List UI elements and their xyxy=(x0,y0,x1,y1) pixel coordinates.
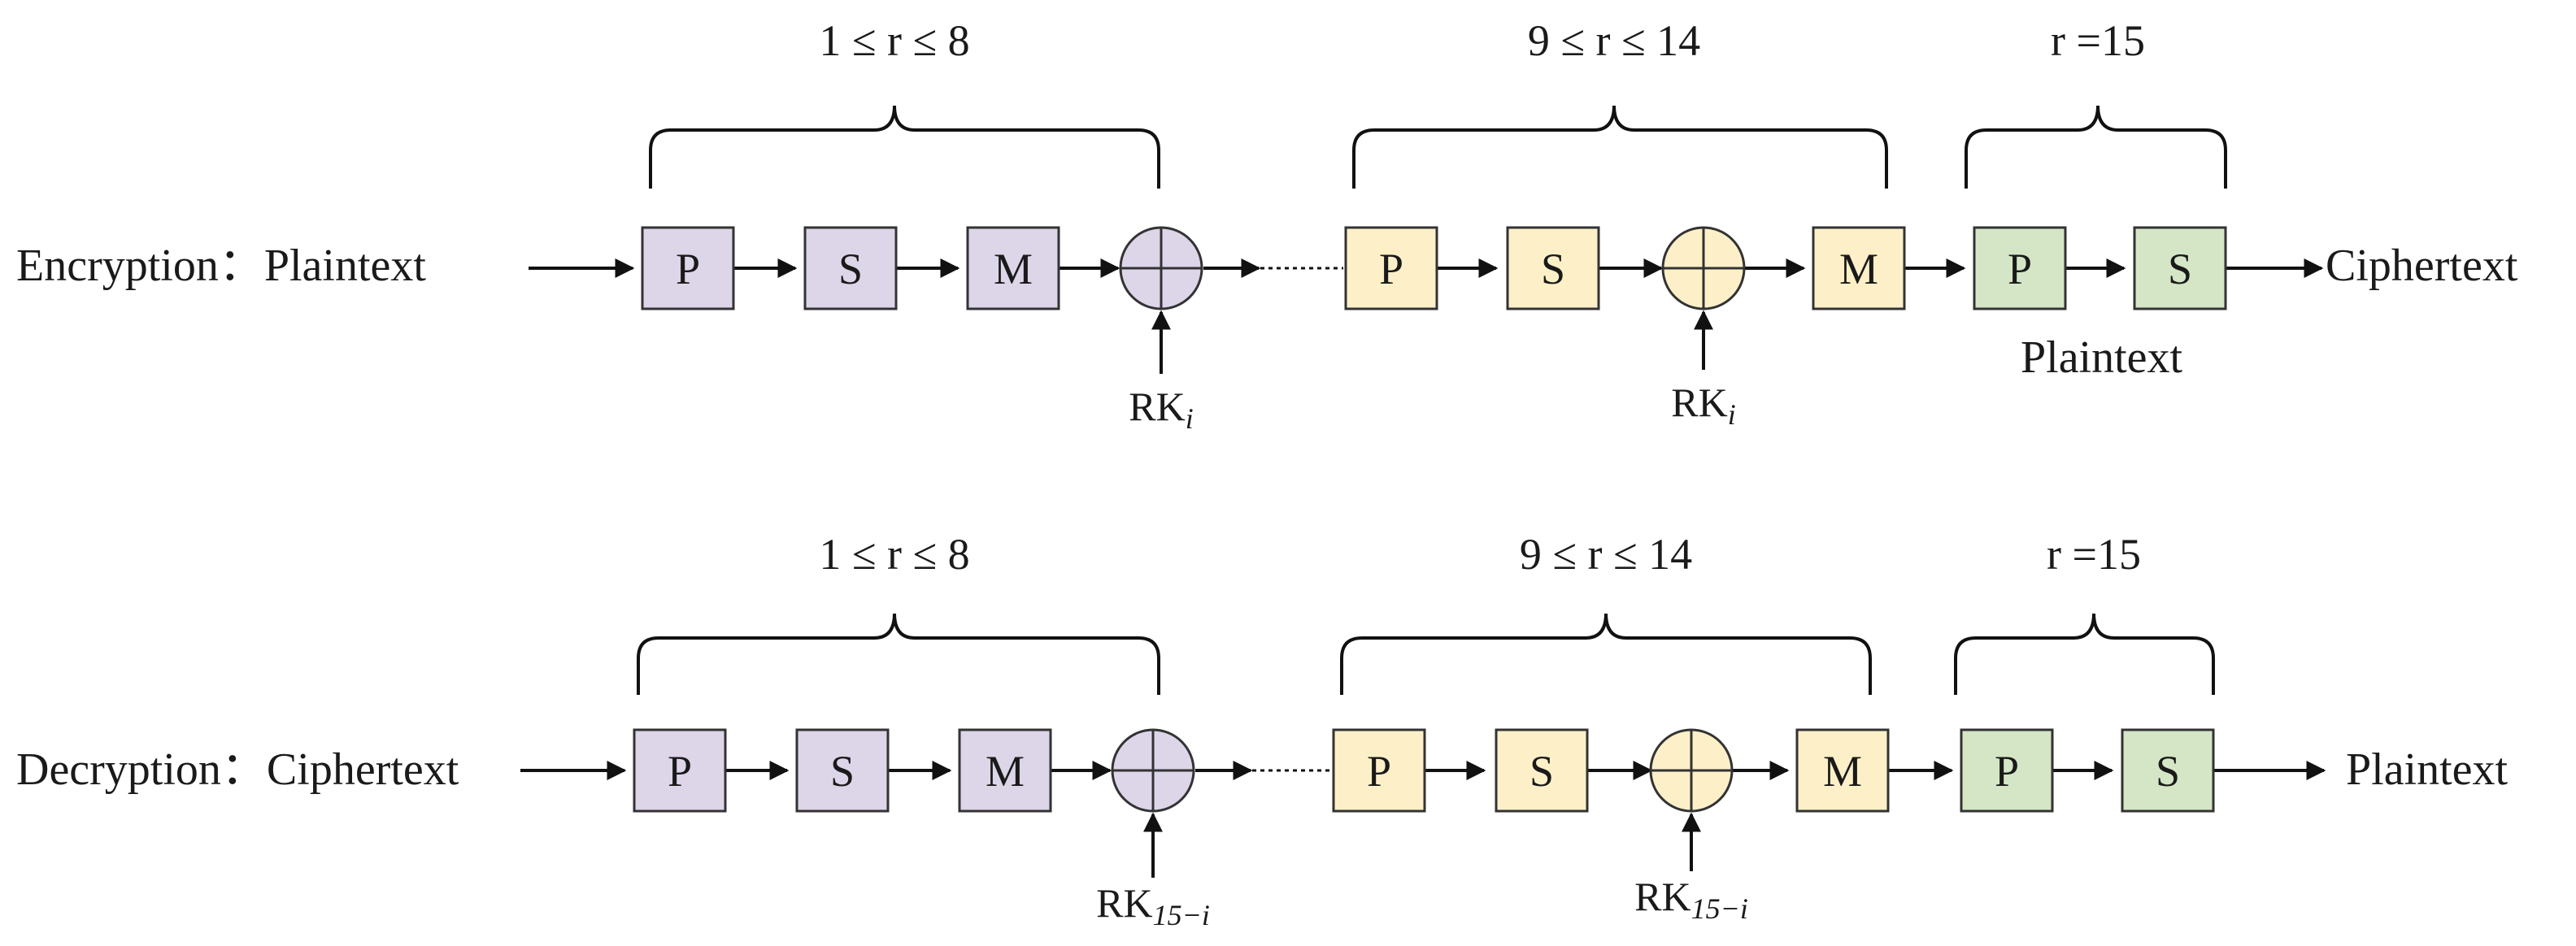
decryption-input-label: Decryption：Ciphertext xyxy=(16,744,459,795)
svg-text:S: S xyxy=(1530,747,1554,796)
decryption-block-p: P xyxy=(1960,728,2054,813)
svg-text:P: P xyxy=(1995,747,2019,796)
decryption-brace-2 xyxy=(1340,613,1872,695)
decryption-block-m: M xyxy=(958,728,1052,813)
encryption-block-p: P xyxy=(1344,226,1438,310)
encryption-xor-icon xyxy=(1119,226,1203,310)
decryption-block-s: S xyxy=(2121,728,2215,813)
decryption-range-3: r =15 xyxy=(2047,530,2141,579)
decryption-row: Decryption：Ciphertext Plaintext 1 ≤ r ≤ … xyxy=(16,530,2509,931)
svg-text:S: S xyxy=(1541,245,1565,293)
svg-text:M: M xyxy=(986,747,1025,796)
svg-text:P: P xyxy=(1367,747,1391,796)
decryption-block-p: P xyxy=(1332,728,1426,813)
svg-text:S: S xyxy=(830,747,855,796)
encryption-output-label: Ciphertext xyxy=(2326,241,2518,291)
decryption-range-2: 9 ≤ r ≤ 14 xyxy=(1520,530,1692,579)
svg-text:P: P xyxy=(676,245,700,293)
encryption-brace-1 xyxy=(649,105,1160,189)
encryption-row: Encryption：Plaintext Ciphertext Plaintex… xyxy=(16,16,2518,435)
encryption-round-key-label: RKi xyxy=(1129,384,1193,435)
encryption-brace-2 xyxy=(1352,105,1888,189)
encryption-block-p: P xyxy=(641,226,735,310)
encryption-block-m: M xyxy=(966,226,1060,310)
encryption-block-s: S xyxy=(2133,226,2227,310)
decryption-range-1: 1 ≤ r ≤ 8 xyxy=(819,530,969,579)
encryption-block-s: S xyxy=(1506,226,1600,310)
encryption-brace-3 xyxy=(1965,105,2227,189)
svg-text:S: S xyxy=(2156,747,2180,796)
encryption-range-3: r =15 xyxy=(2051,16,2145,65)
decryption-round-key-label: RK15−i xyxy=(1096,880,1210,931)
svg-text:P: P xyxy=(668,747,692,796)
svg-text:S: S xyxy=(2168,245,2192,293)
decryption-block-s: S xyxy=(1495,728,1589,813)
svg-text:P: P xyxy=(1379,245,1403,293)
svg-text:M: M xyxy=(994,245,1033,293)
encryption-block-p: P xyxy=(1973,226,2067,310)
decryption-block-s: S xyxy=(795,728,890,813)
encryption-block-m: M xyxy=(1812,226,1906,310)
decryption-block-p: P xyxy=(633,728,727,813)
encryption-input-label: Encryption：Plaintext xyxy=(16,241,426,291)
encryption-round-key-label: RKi xyxy=(1671,380,1735,431)
svg-text:P: P xyxy=(2008,245,2032,293)
svg-text:M: M xyxy=(1823,747,1862,796)
decryption-xor-icon xyxy=(1649,728,1734,813)
encryption-range-1: 1 ≤ r ≤ 8 xyxy=(819,16,969,65)
decryption-brace-1 xyxy=(637,613,1160,695)
encryption-xor-icon xyxy=(1661,226,1746,310)
encryption-block-s: S xyxy=(803,226,898,310)
encryption-range-2: 9 ≤ r ≤ 14 xyxy=(1528,16,1700,65)
svg-text:S: S xyxy=(838,245,863,293)
decryption-output-label: Plaintext xyxy=(2346,744,2509,795)
decryption-brace-3 xyxy=(1954,613,2215,695)
decryption-xor-icon xyxy=(1111,728,1195,813)
decryption-block-m: M xyxy=(1795,728,1890,813)
decryption-round-key-label: RK15−i xyxy=(1634,874,1748,925)
svg-text:M: M xyxy=(1839,245,1878,293)
encryption-note-label: Plaintext xyxy=(2021,332,2183,383)
